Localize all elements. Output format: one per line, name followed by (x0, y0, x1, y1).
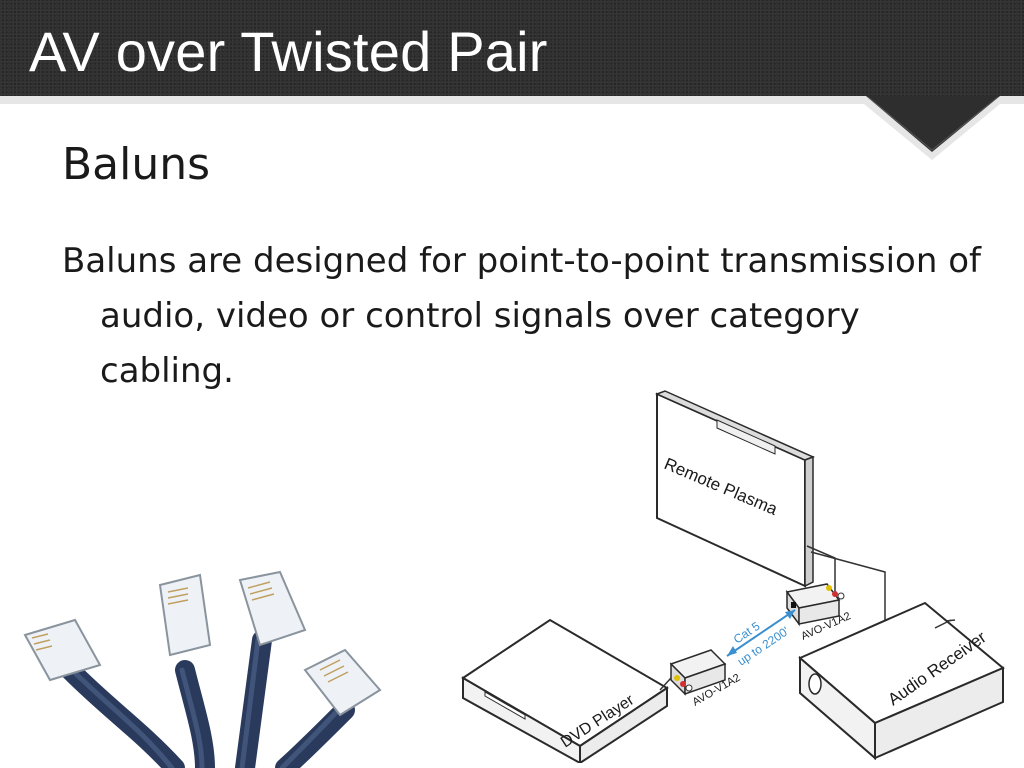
cat5-cable: Cat 5 up to 2200' (726, 609, 796, 668)
rj45-cables-illustration (23, 570, 382, 768)
slide-heading: Baluns (62, 139, 211, 190)
balun-right-illustration: AVO-V1A2 (785, 583, 853, 643)
slide-body-text: Baluns are designed for point-to-point t… (62, 241, 981, 391)
rj45-connector (23, 570, 382, 717)
title-bar-notch (0, 96, 1024, 160)
balun-diagram: Remote Plasma AVO-V1A2 Audio Receiver Ca… (461, 390, 1005, 763)
dvd-player-illustration: DVD Player (461, 618, 669, 763)
remote-plasma-illustration: Remote Plasma (655, 390, 815, 588)
audio-receiver-illustration: Audio Receiver (798, 601, 1005, 761)
balun-left-illustration: AVO-V1A2 (669, 649, 742, 709)
dvd-wires (659, 619, 952, 691)
slide-title: AV over Twisted Pair (29, 20, 548, 83)
title-bar (0, 0, 1024, 96)
